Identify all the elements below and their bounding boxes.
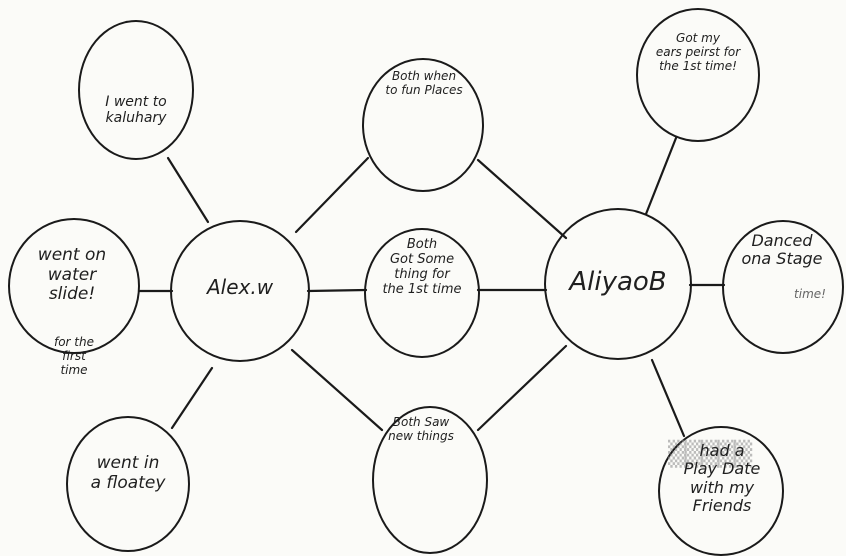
right-event-top-text: Got my ears peirst for the 1st time! [655, 31, 741, 73]
shared-top-text: Both when to fun Places [385, 69, 463, 97]
connector-line [650, 358, 686, 438]
right-event-middle-text: Danced ona Stage [741, 231, 823, 269]
left-event-bottom-text: went in a floatey [90, 453, 166, 493]
right-event-top-bubble [636, 8, 760, 142]
connector-line [476, 158, 568, 240]
right-event-middle-bubble [722, 220, 844, 354]
connector-line [290, 348, 384, 432]
shared-middle-bubble [364, 228, 480, 358]
left-person-bubble [170, 220, 310, 362]
right-event-bottom-text: had a Play Date with my Friends [683, 441, 761, 516]
connector-line [170, 366, 214, 430]
shared-bottom-bubble [372, 406, 488, 554]
shared-bottom-text: Both Saw new things [388, 415, 454, 443]
left-event-top-text: I went to kaluhary [105, 94, 167, 127]
left-event-middle-extra-text: for the first time [53, 335, 94, 377]
left-event-middle-text: went on water slide! [37, 245, 107, 305]
right-event-bottom-bubble [658, 426, 784, 556]
shared-top-bubble [362, 58, 484, 192]
connector-line [476, 344, 568, 432]
connector-line [306, 288, 368, 293]
connector-line [166, 156, 210, 224]
shared-middle-text: Both Got Some thing for the 1st time [382, 237, 462, 297]
right-person-bubble [544, 208, 692, 360]
left-event-bottom-bubble [66, 416, 190, 552]
left-person-name: Alex.w [206, 275, 274, 299]
connector-line [644, 136, 678, 216]
left-event-top-bubble [78, 20, 194, 160]
connector-line [294, 156, 370, 234]
right-event-middle-extra-text: time! [794, 287, 826, 301]
left-event-middle-bubble [8, 218, 140, 354]
right-person-name: AliyaoB [569, 267, 667, 297]
